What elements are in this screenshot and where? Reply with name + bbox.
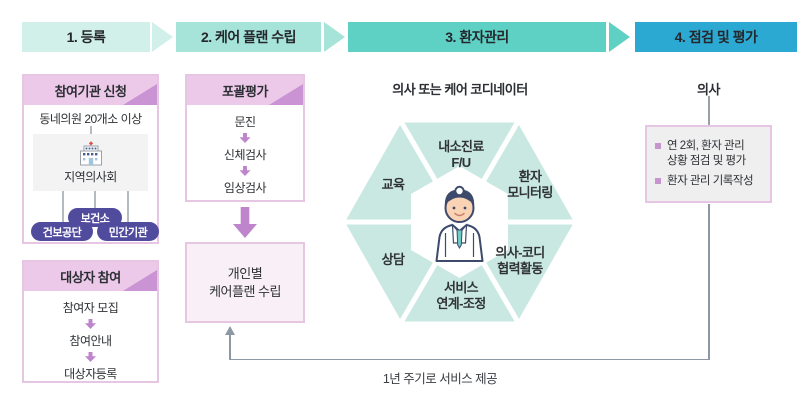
evaluation-box: 연 2회, 환자 관리 상황 점검 및 평가 환자 관리 기록작성	[645, 125, 772, 203]
partner-pill-private: 민간기관	[97, 222, 159, 241]
org-capacity-text: 동네의원 20개소 이상	[39, 112, 142, 126]
eval-steps: 문진 신체검사 임상검사	[187, 105, 303, 196]
feedback-label: 1년 주기로 서비스 제공	[290, 368, 590, 387]
participant-header: 대상자 참여	[24, 262, 157, 291]
participant-box: 대상자 참여 참여자 모집 참여안내 대상자등록	[22, 260, 159, 383]
evaluation-actor-label: 의사	[697, 82, 720, 97]
org-application-header: 참여기관 신청	[24, 76, 157, 105]
loop-up-arrow-icon	[225, 326, 235, 335]
evaluation-connector-line	[708, 96, 710, 125]
patient-mgmt-actor: 의사 또는 케어 코디네이터	[330, 79, 590, 98]
stage-4-evaluation: 4. 점검 및 평가	[635, 22, 797, 52]
org-connector-top	[90, 126, 92, 134]
partner-pill-private-label: 민간기관	[108, 226, 148, 239]
bullet-square-icon	[655, 178, 661, 184]
org-application-title: 참여기관 신청	[54, 84, 127, 99]
down-arrow-icon	[239, 166, 251, 176]
stage-2-label: 2. 케어 플랜 수립	[200, 29, 297, 45]
segment-label-bottom-right: 의사-코디 협력활동	[495, 245, 545, 276]
evaluation-actor: 의사	[645, 79, 772, 98]
participant-step-1: 참여자 모집	[62, 301, 119, 315]
org-application-box: 참여기관 신청 동네의원 20개소 이상	[22, 74, 159, 244]
partner-line-left	[62, 191, 64, 224]
segment-label-top-left: 교육	[381, 177, 405, 192]
big-down-arrow-icon	[233, 207, 257, 238]
eval-step-1: 문진	[234, 115, 256, 129]
hexagon-segments	[337, 114, 582, 330]
stage-3-chevron-icon	[609, 22, 630, 52]
stage-1-chevron-icon	[152, 22, 173, 52]
hexagon-diagram: 내소진료 F/U 교육 환자 모니터링 상담 의사-코디 협력활동 서비스 연계…	[337, 113, 584, 331]
stage-1-register: 1. 등록	[22, 22, 150, 52]
partner-pill-nhis: 건보공단	[31, 222, 93, 241]
association-label: 지역의사회	[64, 170, 117, 184]
bullet-square-icon	[655, 143, 661, 149]
feedback-label-text: 1년 주기로 서비스 제공	[382, 372, 498, 386]
stage-2-care-plan: 2. 케어 플랜 수립	[176, 22, 321, 52]
down-arrow-icon	[239, 133, 251, 143]
stage-2-chevron-icon	[324, 22, 345, 52]
partner-pill-health-center-label: 보건소	[80, 212, 110, 225]
evaluation-bullet-1: 연 2회, 환자 관리 상황 점검 및 평가	[655, 139, 762, 169]
individual-care-plan-box: 개인별 케어플랜 수립	[185, 242, 305, 323]
patient-mgmt-actor-label: 의사 또는 케어 코디네이터	[392, 82, 528, 97]
segment-label-bottom: 서비스 연계-조정	[436, 280, 486, 311]
segment-label-top-right: 환자 모니터링	[507, 169, 553, 200]
loop-line-right-vertical	[708, 204, 710, 360]
stage-3-label: 3. 환자관리	[445, 29, 509, 45]
segment-label-bottom-left: 상담	[381, 252, 405, 267]
evaluation-bullet-2: 환자 관리 기록작성	[655, 174, 762, 189]
eval-step-2: 신체검사	[223, 148, 267, 162]
participant-step-2: 참여안내	[69, 334, 112, 348]
evaluation-bullet-2-text: 환자 관리 기록작성	[667, 175, 754, 187]
stage-4-label: 4. 점검 및 평가	[674, 29, 758, 45]
partner-pill-nhis-label: 건보공단	[42, 226, 82, 239]
stage-1-label: 1. 등록	[66, 29, 106, 45]
stage-3-patient-mgmt: 3. 환자관리	[348, 22, 606, 52]
evaluation-bullet-1-text: 연 2회, 환자 관리 상황 점검 및 평가	[667, 140, 746, 167]
individual-care-plan-label: 개인별 케어플랜 수립	[209, 265, 281, 299]
comprehensive-eval-header: 포괄평가	[187, 76, 303, 105]
doctor-icon	[435, 185, 484, 262]
participant-steps: 참여자 모집 참여안내 대상자등록	[24, 291, 157, 382]
partner-line-center	[94, 191, 96, 211]
loop-line-left-vertical	[229, 334, 231, 360]
loop-line-bottom-horizontal	[229, 358, 709, 360]
participant-step-3: 대상자등록	[64, 367, 117, 381]
comprehensive-eval-title: 포괄평가	[222, 84, 268, 99]
segment-label-top: 내소진료 F/U	[438, 139, 484, 170]
association-panel: 지역의사회	[33, 134, 148, 191]
participant-title: 대상자 참여	[60, 270, 121, 285]
down-arrow-icon	[85, 319, 96, 329]
down-arrow-icon	[85, 352, 96, 362]
hospital-icon	[79, 141, 102, 166]
partner-line-right	[127, 191, 129, 224]
eval-step-3: 임상검사	[223, 181, 267, 195]
comprehensive-eval-box: 포괄평가 문진 신체검사 임상검사	[185, 74, 305, 202]
